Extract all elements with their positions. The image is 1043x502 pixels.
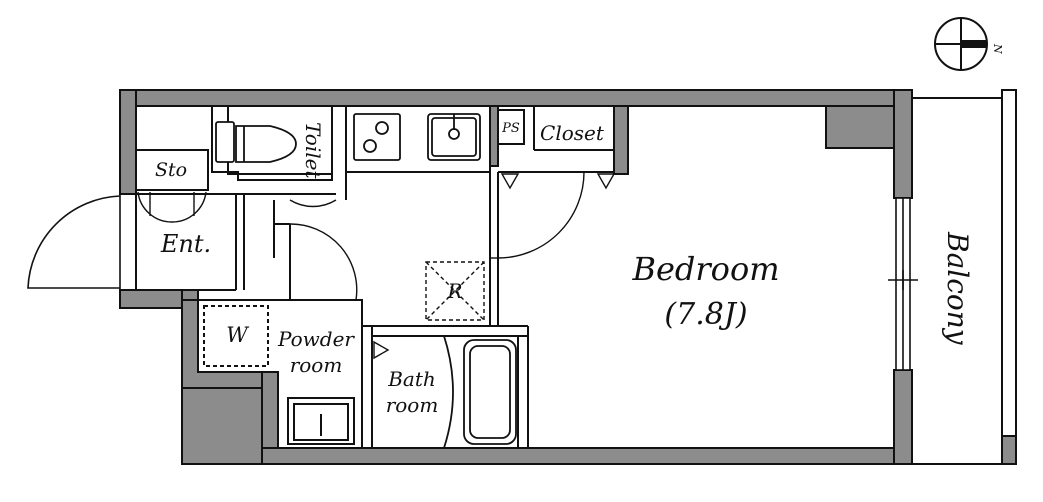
balcony <box>912 89 1017 465</box>
stove <box>353 113 401 161</box>
washer-space <box>203 305 269 367</box>
toilet-fixture <box>215 121 297 163</box>
compass-north-label: N <box>991 43 1004 54</box>
closet-label: Closet <box>540 121 605 145</box>
refrigerator-space <box>425 261 485 321</box>
bath-room-label-1: Bath <box>387 367 436 391</box>
bedroom-label: Bedroom <box>631 250 779 288</box>
storage-doors <box>137 191 207 223</box>
bedroom-door <box>490 171 585 259</box>
washer-label: W <box>226 323 250 347</box>
balcony-window <box>888 197 918 371</box>
kitchen-sink <box>427 113 481 161</box>
compass-icon <box>934 17 988 71</box>
entrance-door <box>27 194 121 290</box>
powder-room-label-1: Powder <box>277 327 355 351</box>
entrance-label: Ent. <box>160 230 211 258</box>
storage-label: Sto <box>155 159 187 181</box>
toilet-label: Toilet <box>301 122 325 179</box>
refrigerator-label: R <box>446 279 462 303</box>
bath-room-label-2: room <box>386 393 439 417</box>
bedroom-size-label: (7.8J) <box>664 297 747 332</box>
balcony-label: Balcony <box>941 231 974 346</box>
closet-door-markers <box>500 173 616 190</box>
ps-label: PS <box>501 121 520 136</box>
powder-room-label-2: room <box>290 353 343 377</box>
powder-door <box>289 199 358 301</box>
bath-door-marker <box>373 340 390 360</box>
bathtub <box>443 335 517 449</box>
